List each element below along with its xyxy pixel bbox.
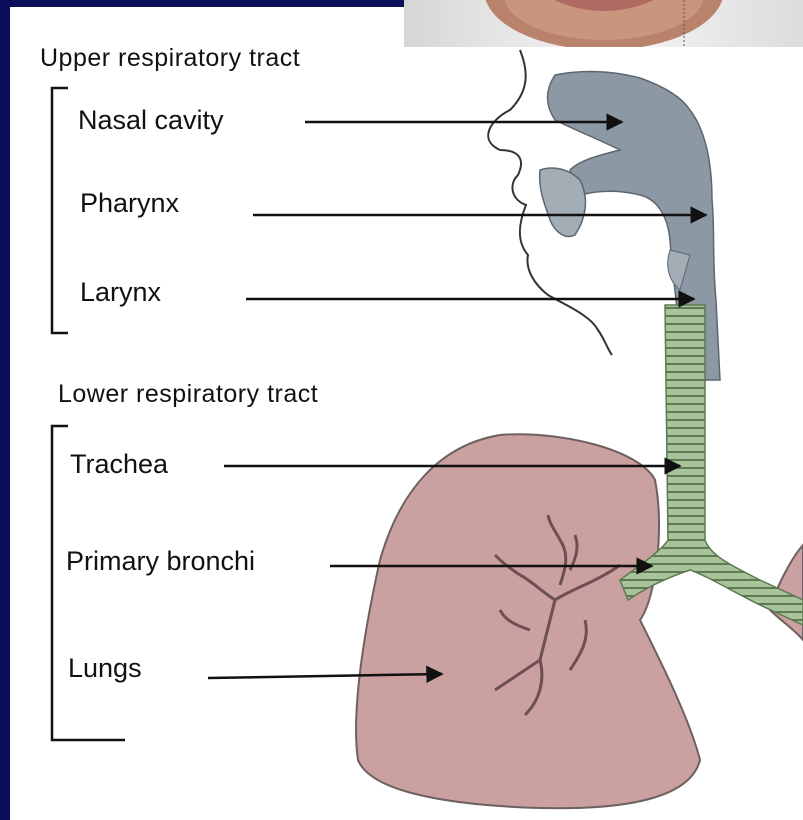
primary-bronchi-label: Primary bronchi bbox=[66, 546, 255, 577]
nasal-cavity-label: Nasal cavity bbox=[78, 105, 224, 136]
lungs-label: Lungs bbox=[68, 653, 142, 684]
pharynx-label: Pharynx bbox=[80, 188, 179, 219]
upper-tract-heading: Upper respiratory tract bbox=[40, 44, 300, 73]
trachea-label: Trachea bbox=[70, 449, 168, 480]
upper-tract-bracket bbox=[52, 88, 68, 333]
lung-shape bbox=[356, 434, 700, 808]
oral-structures bbox=[540, 168, 586, 236]
lower-tract-heading: Lower respiratory tract bbox=[58, 380, 318, 409]
larynx-label: Larynx bbox=[80, 277, 161, 308]
